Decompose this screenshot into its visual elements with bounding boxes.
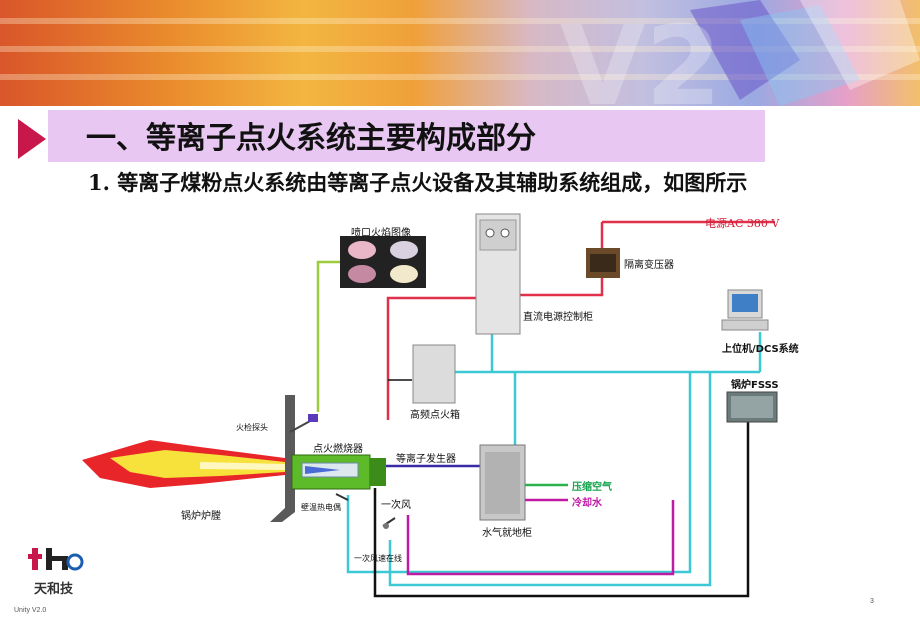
monitor-screen bbox=[732, 294, 758, 312]
banner-glow-shape bbox=[800, 0, 920, 90]
burner-nozzle bbox=[370, 458, 386, 486]
title-bar bbox=[48, 110, 765, 162]
dc-control-cabinet-label: 直流电源控制柜 bbox=[523, 312, 593, 323]
sensor-node bbox=[383, 523, 389, 529]
flame-core-shape bbox=[110, 450, 285, 478]
page-number: 3 bbox=[870, 598, 874, 605]
cooling-water-label: 冷却水 bbox=[572, 498, 602, 509]
primary-air-label: 一次风 bbox=[381, 500, 411, 511]
banner-crystal-shape bbox=[740, 5, 860, 106]
furnace-label: 锅炉炉膛 bbox=[181, 511, 221, 522]
slide-title: 一、等离子点火系统主要构成部分 bbox=[86, 121, 536, 156]
slide-subtitle: 1. 等离子煤粉点火系统由等离子点火设备及其辅助系统组成，如图所示 bbox=[88, 170, 748, 195]
control-line bbox=[373, 422, 750, 598]
ignition-burner-label: 点火燃烧器 bbox=[313, 444, 363, 455]
thermocouple-sensor bbox=[335, 493, 349, 501]
plasma-arc-shape bbox=[305, 466, 340, 474]
detector-head bbox=[308, 414, 318, 422]
company-logo-text: 天和技 bbox=[34, 582, 74, 597]
banner-crystal-shape bbox=[690, 0, 800, 100]
transformer-to-cabinet-line bbox=[520, 278, 604, 297]
flame-image-thumb bbox=[348, 265, 376, 283]
footer-version: Unity V2.0 bbox=[14, 607, 47, 614]
logo-mark bbox=[52, 556, 62, 561]
flame-image-thumb bbox=[390, 241, 418, 259]
image-signal-line bbox=[316, 260, 340, 412]
flame-image-thumb bbox=[348, 241, 376, 259]
logo-mark bbox=[28, 554, 42, 559]
transformer-core bbox=[590, 254, 616, 272]
plasma-generator-label: 等离子发生器 bbox=[396, 454, 456, 465]
power-supply-label: 电源AC 380 V bbox=[705, 217, 780, 230]
banner-streak bbox=[0, 46, 920, 52]
host-dcs-label: 上位机/DCS系统 bbox=[722, 344, 799, 355]
wall-thermocouple-label: 壁温热电偶 bbox=[301, 503, 341, 512]
cabinet-door bbox=[485, 452, 520, 514]
banner-decoration: V2 bbox=[560, 0, 920, 106]
logo-mark bbox=[62, 556, 68, 570]
compressed-air-label: 压缩空气 bbox=[572, 482, 612, 493]
boiler-fsss-label: 锅炉FSSS bbox=[731, 380, 779, 391]
fire-detector-label: 火检探头 bbox=[236, 423, 268, 432]
signal-loop-line bbox=[388, 372, 712, 587]
flame-center-shape bbox=[200, 462, 285, 470]
rack-modules bbox=[731, 396, 773, 418]
flame-image-label: 喷口火焰图像 bbox=[351, 228, 411, 239]
banner-watermark: V2 bbox=[560, 2, 722, 106]
signal-loop-line bbox=[346, 372, 692, 574]
water-return-line bbox=[406, 500, 675, 576]
water-gas-cabinet-label: 水气就地柜 bbox=[482, 528, 532, 539]
hf-ignition-box bbox=[412, 344, 456, 404]
banner-streak bbox=[0, 74, 920, 80]
cabinet-panel bbox=[479, 219, 517, 251]
title-arrow-icon bbox=[18, 119, 46, 159]
banner-streak bbox=[0, 18, 920, 24]
header-banner: V2 bbox=[0, 0, 920, 106]
isolation-transformer-label: 隔离变压器 bbox=[624, 260, 674, 271]
logo-mark bbox=[46, 548, 52, 570]
meter-icon bbox=[485, 228, 495, 238]
primary-air-speed-label: 一次风速在线 bbox=[354, 554, 402, 563]
hf-ignition-box-label: 高频点火箱 bbox=[410, 410, 460, 421]
flame-image-thumb bbox=[390, 265, 418, 283]
computer-keyboard bbox=[721, 319, 769, 331]
meter-icon bbox=[500, 228, 510, 238]
furnace-wall bbox=[270, 395, 295, 522]
logo-mark bbox=[66, 553, 84, 571]
